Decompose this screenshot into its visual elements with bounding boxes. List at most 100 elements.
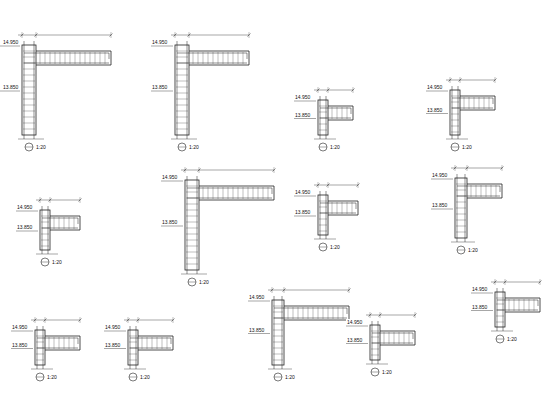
line bbox=[78, 338, 79, 344]
elevation-label: 14.950 bbox=[11, 324, 28, 330]
line bbox=[456, 214, 466, 215]
line bbox=[176, 51, 188, 52]
line bbox=[203, 52, 204, 64]
line bbox=[60, 52, 61, 64]
elevation-label: 13.850 bbox=[11, 342, 28, 348]
line bbox=[273, 318, 283, 319]
line bbox=[186, 222, 198, 223]
line bbox=[273, 312, 283, 313]
line bbox=[151, 91, 173, 92]
line bbox=[378, 321, 379, 364]
line bbox=[319, 219, 327, 220]
line bbox=[351, 108, 352, 114]
detail-marker bbox=[451, 143, 459, 151]
line bbox=[502, 165, 503, 171]
line bbox=[186, 252, 198, 253]
line bbox=[451, 168, 502, 169]
line bbox=[319, 147, 327, 148]
elevation-label: 13.850 bbox=[294, 112, 311, 118]
line bbox=[80, 52, 81, 64]
line bbox=[41, 228, 49, 229]
line bbox=[456, 190, 466, 191]
line bbox=[505, 279, 506, 285]
line bbox=[272, 188, 273, 194]
line bbox=[274, 167, 275, 173]
line bbox=[176, 117, 188, 118]
line bbox=[431, 209, 453, 210]
line bbox=[41, 216, 49, 217]
detail-marker bbox=[188, 278, 196, 286]
line bbox=[186, 234, 198, 235]
elevation-label: 13.850 bbox=[16, 224, 33, 230]
line bbox=[491, 331, 513, 332]
line bbox=[253, 187, 254, 199]
detail-marker bbox=[496, 335, 504, 343]
line bbox=[247, 53, 248, 59]
elevation-label: 13.850 bbox=[471, 304, 488, 310]
line bbox=[36, 200, 80, 201]
line bbox=[303, 307, 304, 319]
line bbox=[456, 220, 466, 221]
scale-label: 1:20 bbox=[461, 144, 473, 150]
elevation-label: 14.950 bbox=[471, 286, 488, 292]
line bbox=[41, 262, 49, 263]
line bbox=[49, 337, 50, 349]
detail-marker bbox=[319, 143, 327, 151]
line bbox=[100, 52, 101, 64]
line bbox=[486, 185, 487, 197]
line bbox=[42, 228, 78, 229]
elevation-label: 14.950 bbox=[294, 189, 311, 195]
line bbox=[268, 290, 349, 291]
line bbox=[534, 299, 535, 311]
line bbox=[23, 69, 35, 70]
line bbox=[171, 139, 197, 140]
elevation-label: 13.850 bbox=[431, 202, 448, 208]
line bbox=[31, 320, 80, 321]
line bbox=[456, 226, 466, 227]
line bbox=[298, 307, 299, 319]
line bbox=[243, 52, 244, 64]
line bbox=[273, 354, 283, 355]
line bbox=[497, 300, 538, 301]
line bbox=[162, 337, 163, 349]
column-outline bbox=[495, 292, 505, 327]
line bbox=[323, 307, 324, 319]
line bbox=[346, 326, 368, 327]
line bbox=[31, 369, 53, 370]
line bbox=[319, 225, 327, 226]
line bbox=[213, 187, 214, 199]
line bbox=[288, 307, 289, 319]
line bbox=[274, 296, 275, 369]
line bbox=[176, 69, 188, 70]
elevation-label: 13.850 bbox=[161, 219, 178, 225]
elevation-label: 13.850 bbox=[294, 209, 311, 215]
line bbox=[70, 52, 71, 64]
line bbox=[347, 308, 348, 314]
line bbox=[497, 310, 538, 311]
line bbox=[346, 343, 368, 344]
line bbox=[130, 348, 171, 349]
line bbox=[293, 307, 294, 319]
line bbox=[186, 240, 198, 241]
line bbox=[372, 333, 413, 334]
line bbox=[495, 77, 496, 83]
line bbox=[456, 208, 466, 209]
line bbox=[409, 332, 410, 344]
scale-label: 1:20 bbox=[329, 144, 341, 150]
line bbox=[332, 107, 333, 119]
line bbox=[187, 176, 188, 274]
elevation-label: 14.950 bbox=[248, 294, 265, 300]
line bbox=[203, 187, 204, 199]
scale-label: 1:20 bbox=[35, 144, 47, 150]
line bbox=[529, 299, 530, 311]
line bbox=[452, 86, 453, 139]
line bbox=[469, 97, 470, 109]
elevation-label: 14.950 bbox=[104, 324, 121, 330]
line bbox=[80, 197, 81, 203]
detail-marker bbox=[178, 143, 186, 151]
line bbox=[147, 337, 148, 349]
line bbox=[491, 185, 492, 197]
line bbox=[446, 80, 495, 81]
line bbox=[238, 187, 239, 199]
